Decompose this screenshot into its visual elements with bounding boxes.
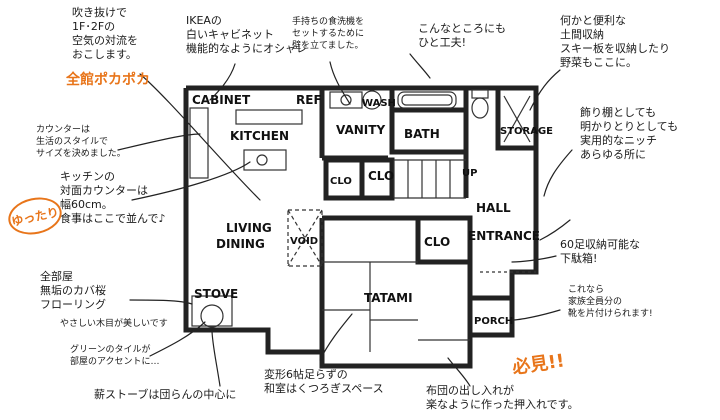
room-cabinet: CABINET [192,93,251,107]
room-ref: REF [296,93,322,107]
room-tatami: TATAMI [364,291,413,305]
room-clo-1: CLO [330,176,352,187]
note-ikea: IKEAの 白いキャビネット 機能的なようにオシャレ [186,14,307,55]
room-clo-2: CLO [368,169,394,183]
note-shoes: 60足収納可能な 下駄箱! [560,238,640,265]
note-counter: カウンターは 生活のスタイルで サイズを決めました。 [36,125,126,159]
note-floor: 全部屋 無垢のカバ桜 フローリング [40,270,106,311]
note-futon: 布団の出し入れが 楽なように作った押入れです。 [426,384,579,411]
room-porch: PORCH [474,316,513,327]
note-stove: 薪ストーブは団らんの中心に [94,388,237,401]
room-up: UP [462,168,477,179]
room-labels: CABINET REF WASH KITCHEN VANITY BATH STO… [192,93,553,327]
note-void-air: 吹き抜けで 1F･2Fの 空気の対流を おこします。 [72,6,138,61]
room-dining: DINING [216,237,265,251]
note-green-tile: グリーンのタイルが 部屋のアクセントに… [70,345,160,367]
room-kitchen: KITCHEN [230,129,289,143]
note-warm: 全館ポカポカ [66,72,150,88]
note-shoes-sub: これなら 家族全員分の 靴を片付けられます! [568,285,653,319]
room-bath: BATH [404,127,440,141]
room-hall: HALL [476,201,511,215]
room-entrance: ENTRANCE [468,229,540,243]
room-clo-3: CLO [424,235,450,249]
room-storage: STORAGE [500,126,553,137]
note-here-too: こんなところにも ひと工夫! [418,22,506,49]
room-wash: WASH [362,98,396,109]
note-wall: 手持ちの食洗機を セットするために 壁を立てました。 [292,17,365,51]
wall-thin [189,89,536,352]
room-void: VOID [290,236,318,247]
note-doma: 何かと便利な 土間収納 スキー板を収納したり 野菜もここに。 [560,14,670,69]
note-washitsu: 変形6帖足らずの 和室はくつろぎスペース [264,368,384,395]
room-stove: STOVE [194,287,238,301]
note-kitchen-counter: キッチンの 対面カウンターは 幅60cm。 食事はここで並んで♪ [60,170,166,225]
room-living: LIVING [226,221,272,235]
note-floor-sub: やさしい木目が美しいです [60,319,168,329]
room-vanity: VANITY [336,123,385,137]
note-niche: 飾り棚としても 明かりとりとしても 実用的なニッチ あらゆる所に [580,106,679,161]
leader-lines [117,53,573,387]
